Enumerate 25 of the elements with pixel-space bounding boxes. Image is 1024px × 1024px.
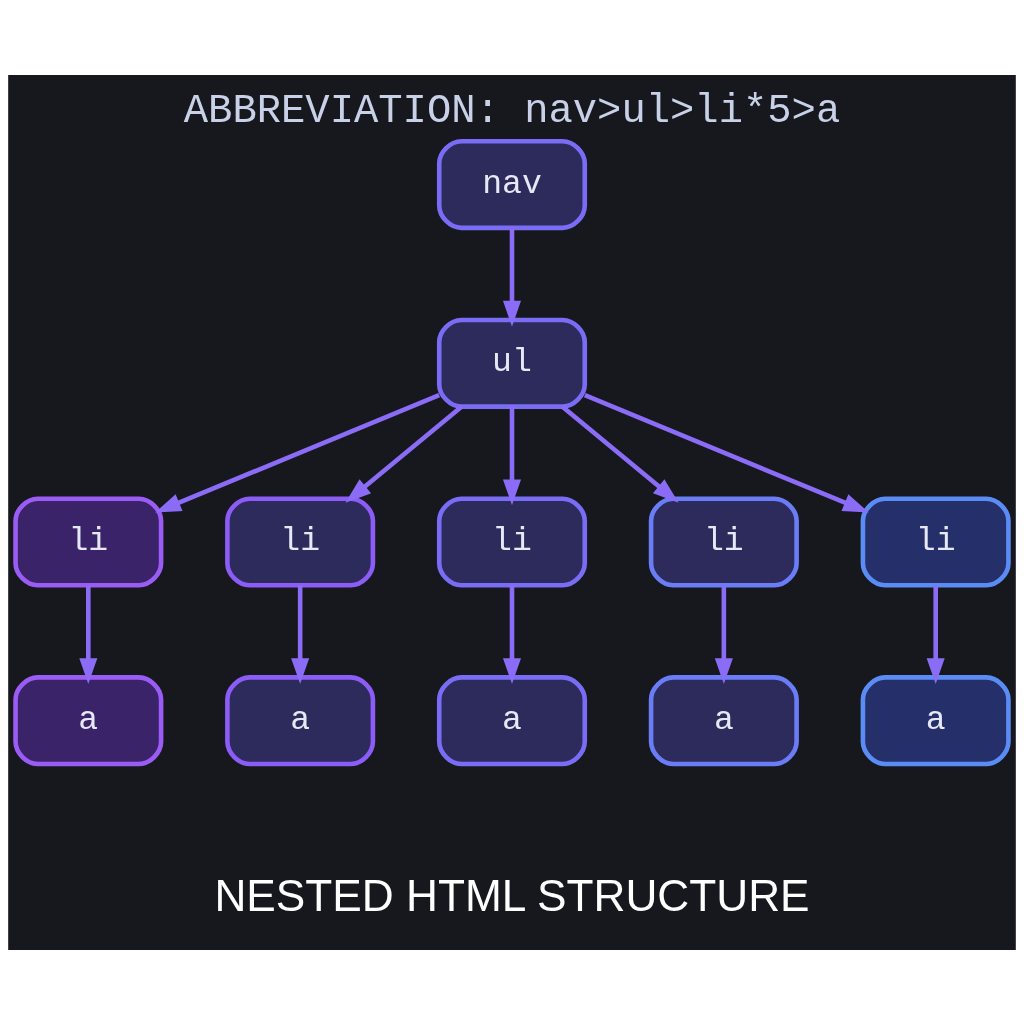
node-box: li bbox=[436, 495, 588, 588]
arrow bbox=[926, 584, 945, 684]
arrow bbox=[583, 392, 869, 512]
arrow bbox=[560, 404, 679, 503]
arrow bbox=[502, 227, 522, 327]
arrow bbox=[502, 406, 522, 505]
node-box: a bbox=[648, 674, 799, 766]
arrow bbox=[502, 584, 522, 684]
arrow bbox=[714, 584, 733, 684]
node-box: li bbox=[13, 495, 164, 588]
node-box: a bbox=[860, 674, 1011, 766]
arrow bbox=[79, 584, 98, 684]
caption: NESTED HTML STRUCTURE bbox=[214, 870, 810, 920]
node-box: a bbox=[13, 674, 164, 766]
node-box: ul bbox=[436, 317, 588, 409]
arrow bbox=[345, 404, 464, 503]
node-box: li bbox=[225, 495, 376, 588]
arrow bbox=[155, 392, 441, 512]
node-box: a bbox=[225, 674, 376, 766]
node-box: a bbox=[436, 674, 588, 766]
diagram-title: ABBREVIATION: nav>ul>li*5>a bbox=[183, 87, 841, 134]
arrow bbox=[291, 584, 310, 684]
node-box: li bbox=[648, 495, 799, 588]
node-box: nav bbox=[436, 138, 588, 230]
node-box: li bbox=[860, 495, 1011, 588]
